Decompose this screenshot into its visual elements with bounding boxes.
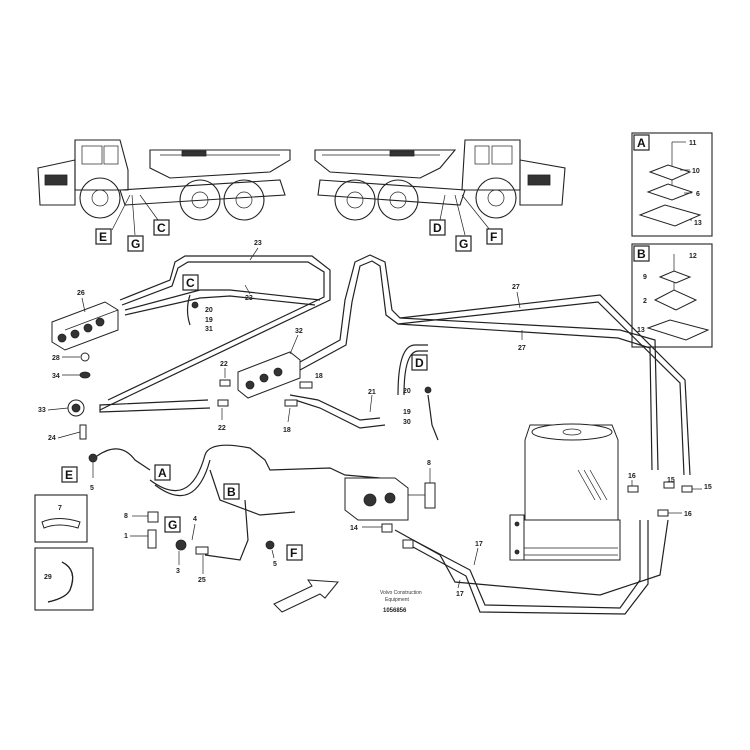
- view-label-a: A: [158, 466, 167, 480]
- valve-block-32: 32 27 27 21 22 22 18 18: [99, 254, 691, 476]
- part-15-inner: 15: [667, 477, 675, 484]
- footer: Volvo Construction Equipment 1056856: [380, 590, 422, 614]
- inset-b-letter: B: [637, 247, 646, 261]
- direction-arrow: [273, 579, 339, 613]
- part-19-d: 19: [403, 409, 411, 416]
- hydraulic-tank: 16 15 15 16: [509, 423, 712, 561]
- inset-b-part-2: 2: [643, 298, 647, 305]
- part-27-lower: 27: [518, 345, 526, 352]
- part-5-e: 5: [90, 485, 94, 492]
- inset-a-part-10: 10: [692, 168, 700, 175]
- part-16-lower: 16: [684, 511, 692, 518]
- part-20-c: 20: [205, 307, 213, 314]
- part-27-upper: 27: [512, 284, 520, 291]
- part-28: 28: [52, 355, 60, 362]
- view-label-c: C: [186, 276, 195, 290]
- part-15-outer: 15: [704, 484, 712, 491]
- part-16-upper: 16: [628, 473, 636, 480]
- inset-a-part-11: 11: [689, 140, 697, 147]
- locator-label-e-left: E: [99, 230, 107, 244]
- truck-left: E G C: [37, 139, 291, 252]
- inset-a: A 11 10 6 13: [631, 132, 713, 237]
- sensor-harness: A B 8 1 G 3 4 25 5 F: [124, 444, 381, 584]
- inset-b-part-12: 12: [689, 253, 697, 260]
- part-30: 30: [403, 419, 411, 426]
- part-32: 32: [295, 328, 303, 335]
- inset-part-7: 7: [58, 505, 62, 512]
- part-23-upper: 23: [254, 240, 262, 247]
- view-e: E 5: [61, 448, 151, 492]
- part-18-upper: 18: [315, 373, 323, 380]
- control-valve-14: 8 14 17 17: [344, 460, 669, 615]
- part-25: 25: [198, 577, 206, 584]
- part-4: 4: [193, 516, 197, 523]
- locator-label-c-left: C: [157, 221, 166, 235]
- part-34: 34: [52, 373, 60, 380]
- valve-block-26: 26 28 34 33 24: [38, 290, 119, 442]
- part-22-lower: 22: [218, 425, 226, 432]
- part-14: 14: [350, 525, 358, 532]
- inset-a-letter: A: [637, 136, 646, 150]
- part-20-d: 20: [403, 388, 411, 395]
- inset-b-part-9: 9: [643, 274, 647, 281]
- locator-label-d-right: D: [433, 221, 442, 235]
- locator-label-f-right: F: [490, 230, 497, 244]
- part-8-a: 8: [124, 513, 128, 520]
- footer-line-2: Equipment: [385, 597, 410, 603]
- part-22-upper: 22: [220, 361, 228, 368]
- part-31: 31: [205, 326, 213, 333]
- part-33: 33: [38, 407, 46, 414]
- inset-b: B 12 9 2 13: [631, 243, 713, 348]
- part-3: 3: [176, 568, 180, 575]
- truck-right: D G F: [314, 139, 566, 252]
- drawing-id: 1056856: [383, 608, 407, 614]
- view-label-d: D: [415, 356, 424, 370]
- locator-label-g-right: G: [459, 237, 468, 251]
- part-26: 26: [77, 290, 85, 297]
- pipe-run-23: 23 23: [99, 240, 331, 411]
- inset-hose: 29: [34, 547, 94, 611]
- inset-part-29: 29: [44, 574, 52, 581]
- part-24: 24: [48, 435, 56, 442]
- part-17-lower: 17: [456, 591, 464, 598]
- view-label-e: E: [65, 468, 73, 482]
- inset-a-part-13: 13: [694, 220, 702, 227]
- part-23-lower: 23: [245, 295, 253, 302]
- part-21: 21: [368, 389, 376, 396]
- part-19-c: 19: [205, 317, 213, 324]
- view-d: D 20 19 30: [397, 344, 439, 441]
- view-label-g: G: [168, 518, 177, 532]
- part-5-f: 5: [273, 561, 277, 568]
- view-c: C 20 19 31: [182, 274, 213, 333]
- part-1: 1: [124, 533, 128, 540]
- locator-label-g-left: G: [131, 237, 140, 251]
- inset-clamp: 7: [34, 494, 88, 543]
- part-18-lower: 18: [283, 427, 291, 434]
- part-8-valve: 8: [427, 460, 431, 467]
- view-label-b: B: [227, 485, 236, 499]
- inset-b-part-13: 13: [637, 327, 645, 334]
- footer-line-1: Volvo Construction: [380, 590, 422, 596]
- view-label-f: F: [290, 546, 297, 560]
- inset-a-part-6: 6: [696, 191, 700, 198]
- part-17-upper: 17: [475, 541, 483, 548]
